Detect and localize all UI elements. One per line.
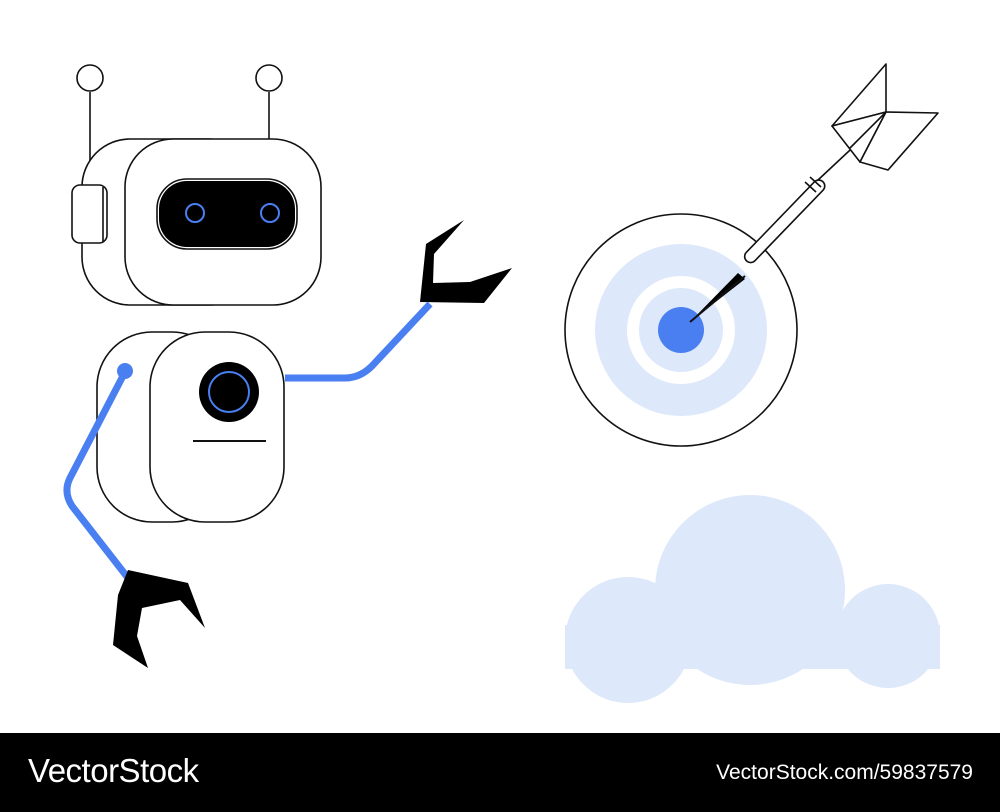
robot-body (96, 331, 285, 523)
robot-arm-left (63, 363, 205, 668)
robot-arm-right (285, 220, 512, 382)
robot-claw-right (420, 220, 512, 303)
target (564, 213, 798, 447)
robot-claw-left (113, 570, 205, 668)
dart (689, 63, 939, 323)
robot-eye-left (185, 203, 205, 223)
illustration-canvas (63, 63, 940, 703)
robot-antennas (76, 64, 283, 185)
bullseye (658, 307, 704, 353)
brand-logo: VectorStock (28, 752, 199, 789)
robot-chest-button (199, 362, 259, 422)
robot-visor (159, 181, 295, 247)
footer-bar: VectorStock VectorStock.com/59837579 (0, 733, 1000, 812)
robot-head (71, 138, 322, 306)
robot-eye-right (260, 203, 280, 223)
image-id: VectorStock.com/59837579 (716, 761, 973, 784)
cloud (565, 495, 940, 703)
